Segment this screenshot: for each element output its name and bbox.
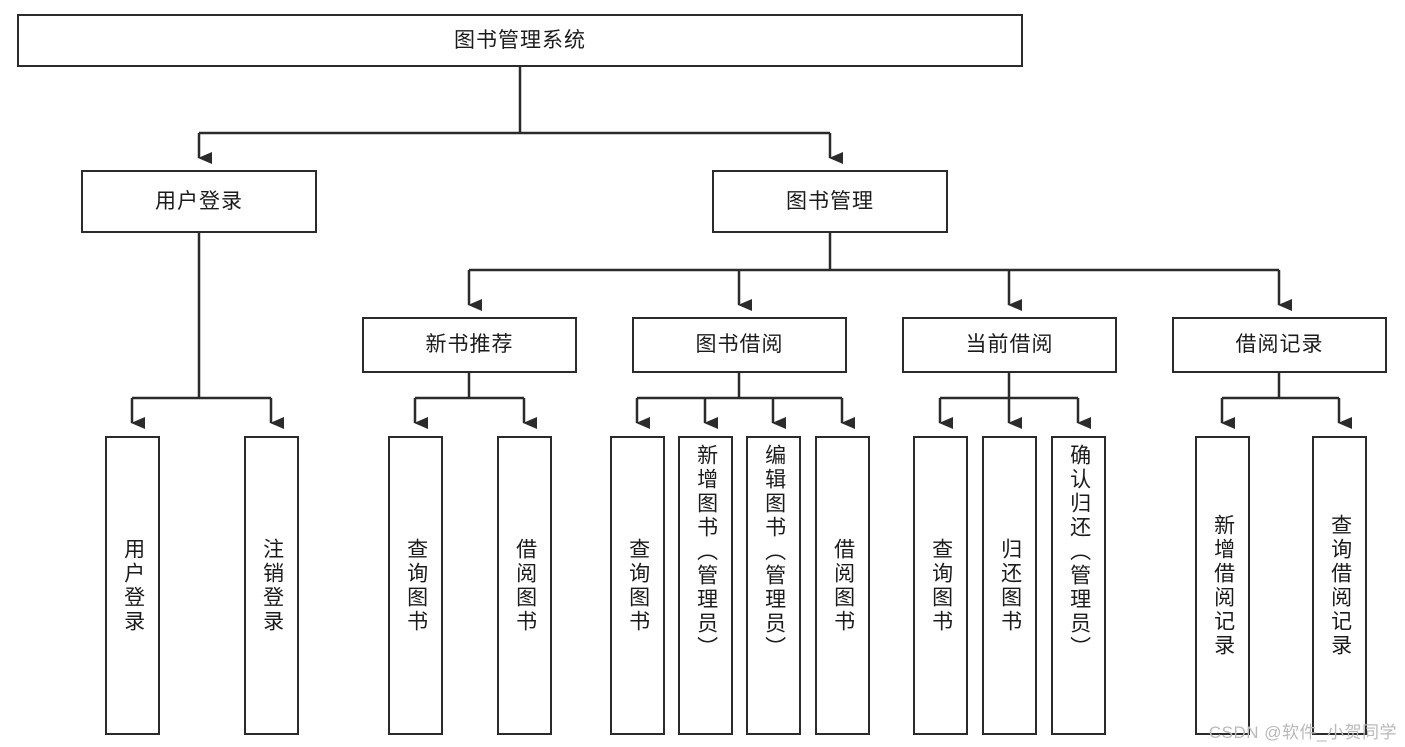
leaf-borrow-book[interactable]: 借阅图书	[815, 436, 870, 735]
leaf-label: 归还图书	[998, 537, 1022, 634]
leaf-logout-login[interactable]: 注销登录	[244, 436, 299, 735]
leaf-query-book-recommend[interactable]: 查询图书	[388, 436, 443, 735]
node-root-system[interactable]: 图书管理系统	[17, 14, 1023, 67]
leaf-label: 新增借阅记录	[1211, 513, 1235, 658]
leaf-query-book-current[interactable]: 查询图书	[913, 436, 968, 735]
leaf-label: 编辑图书（管理员）	[762, 444, 786, 660]
leaf-label: 用户登录	[121, 537, 145, 634]
leaf-label: 查询图书	[404, 537, 428, 634]
leaf-borrow-book-recommend[interactable]: 借阅图书	[497, 436, 552, 735]
node-label: 新书推荐	[425, 333, 514, 357]
node-label: 当前借阅	[965, 333, 1054, 357]
node-book-management[interactable]: 图书管理	[712, 170, 948, 233]
leaf-return-book[interactable]: 归还图书	[982, 436, 1037, 735]
leaf-label: 确认归还（管理员）	[1067, 444, 1091, 660]
leaf-label: 查询借阅记录	[1328, 513, 1352, 658]
leaf-label: 借阅图书	[513, 537, 537, 634]
leaf-query-borrow-record[interactable]: 查询借阅记录	[1312, 436, 1367, 735]
leaf-label: 新增图书（管理员）	[694, 444, 718, 660]
node-label: 用户登录	[155, 189, 243, 213]
node-user-login[interactable]: 用户登录	[81, 170, 317, 233]
leaf-add-borrow-record[interactable]: 新增借阅记录	[1195, 436, 1250, 735]
node-new-book-recommend[interactable]: 新书推荐	[362, 317, 577, 373]
csdn-watermark: CSDN @软件_小贺同学	[1208, 723, 1397, 742]
leaf-user-login[interactable]: 用户登录	[105, 436, 160, 735]
leaf-label: 注销登录	[260, 537, 284, 634]
node-label: 图书管理系统	[454, 28, 586, 52]
node-label: 图书管理	[786, 189, 874, 213]
node-borrow-record[interactable]: 借阅记录	[1172, 317, 1387, 373]
node-label: 借阅记录	[1235, 333, 1324, 357]
leaf-label: 查询图书	[929, 537, 953, 634]
leaf-label: 借阅图书	[831, 537, 855, 634]
node-label: 图书借阅	[695, 333, 784, 357]
node-current-borrow[interactable]: 当前借阅	[902, 317, 1117, 373]
leaf-query-book-borrow[interactable]: 查询图书	[610, 436, 665, 735]
node-book-borrow[interactable]: 图书借阅	[632, 317, 847, 373]
leaf-add-book-admin[interactable]: 新增图书（管理员）	[678, 436, 733, 735]
leaf-edit-book-admin[interactable]: 编辑图书（管理员）	[746, 436, 801, 735]
leaf-label: 查询图书	[626, 537, 650, 634]
leaf-confirm-return-admin[interactable]: 确认归还（管理员）	[1051, 436, 1106, 735]
